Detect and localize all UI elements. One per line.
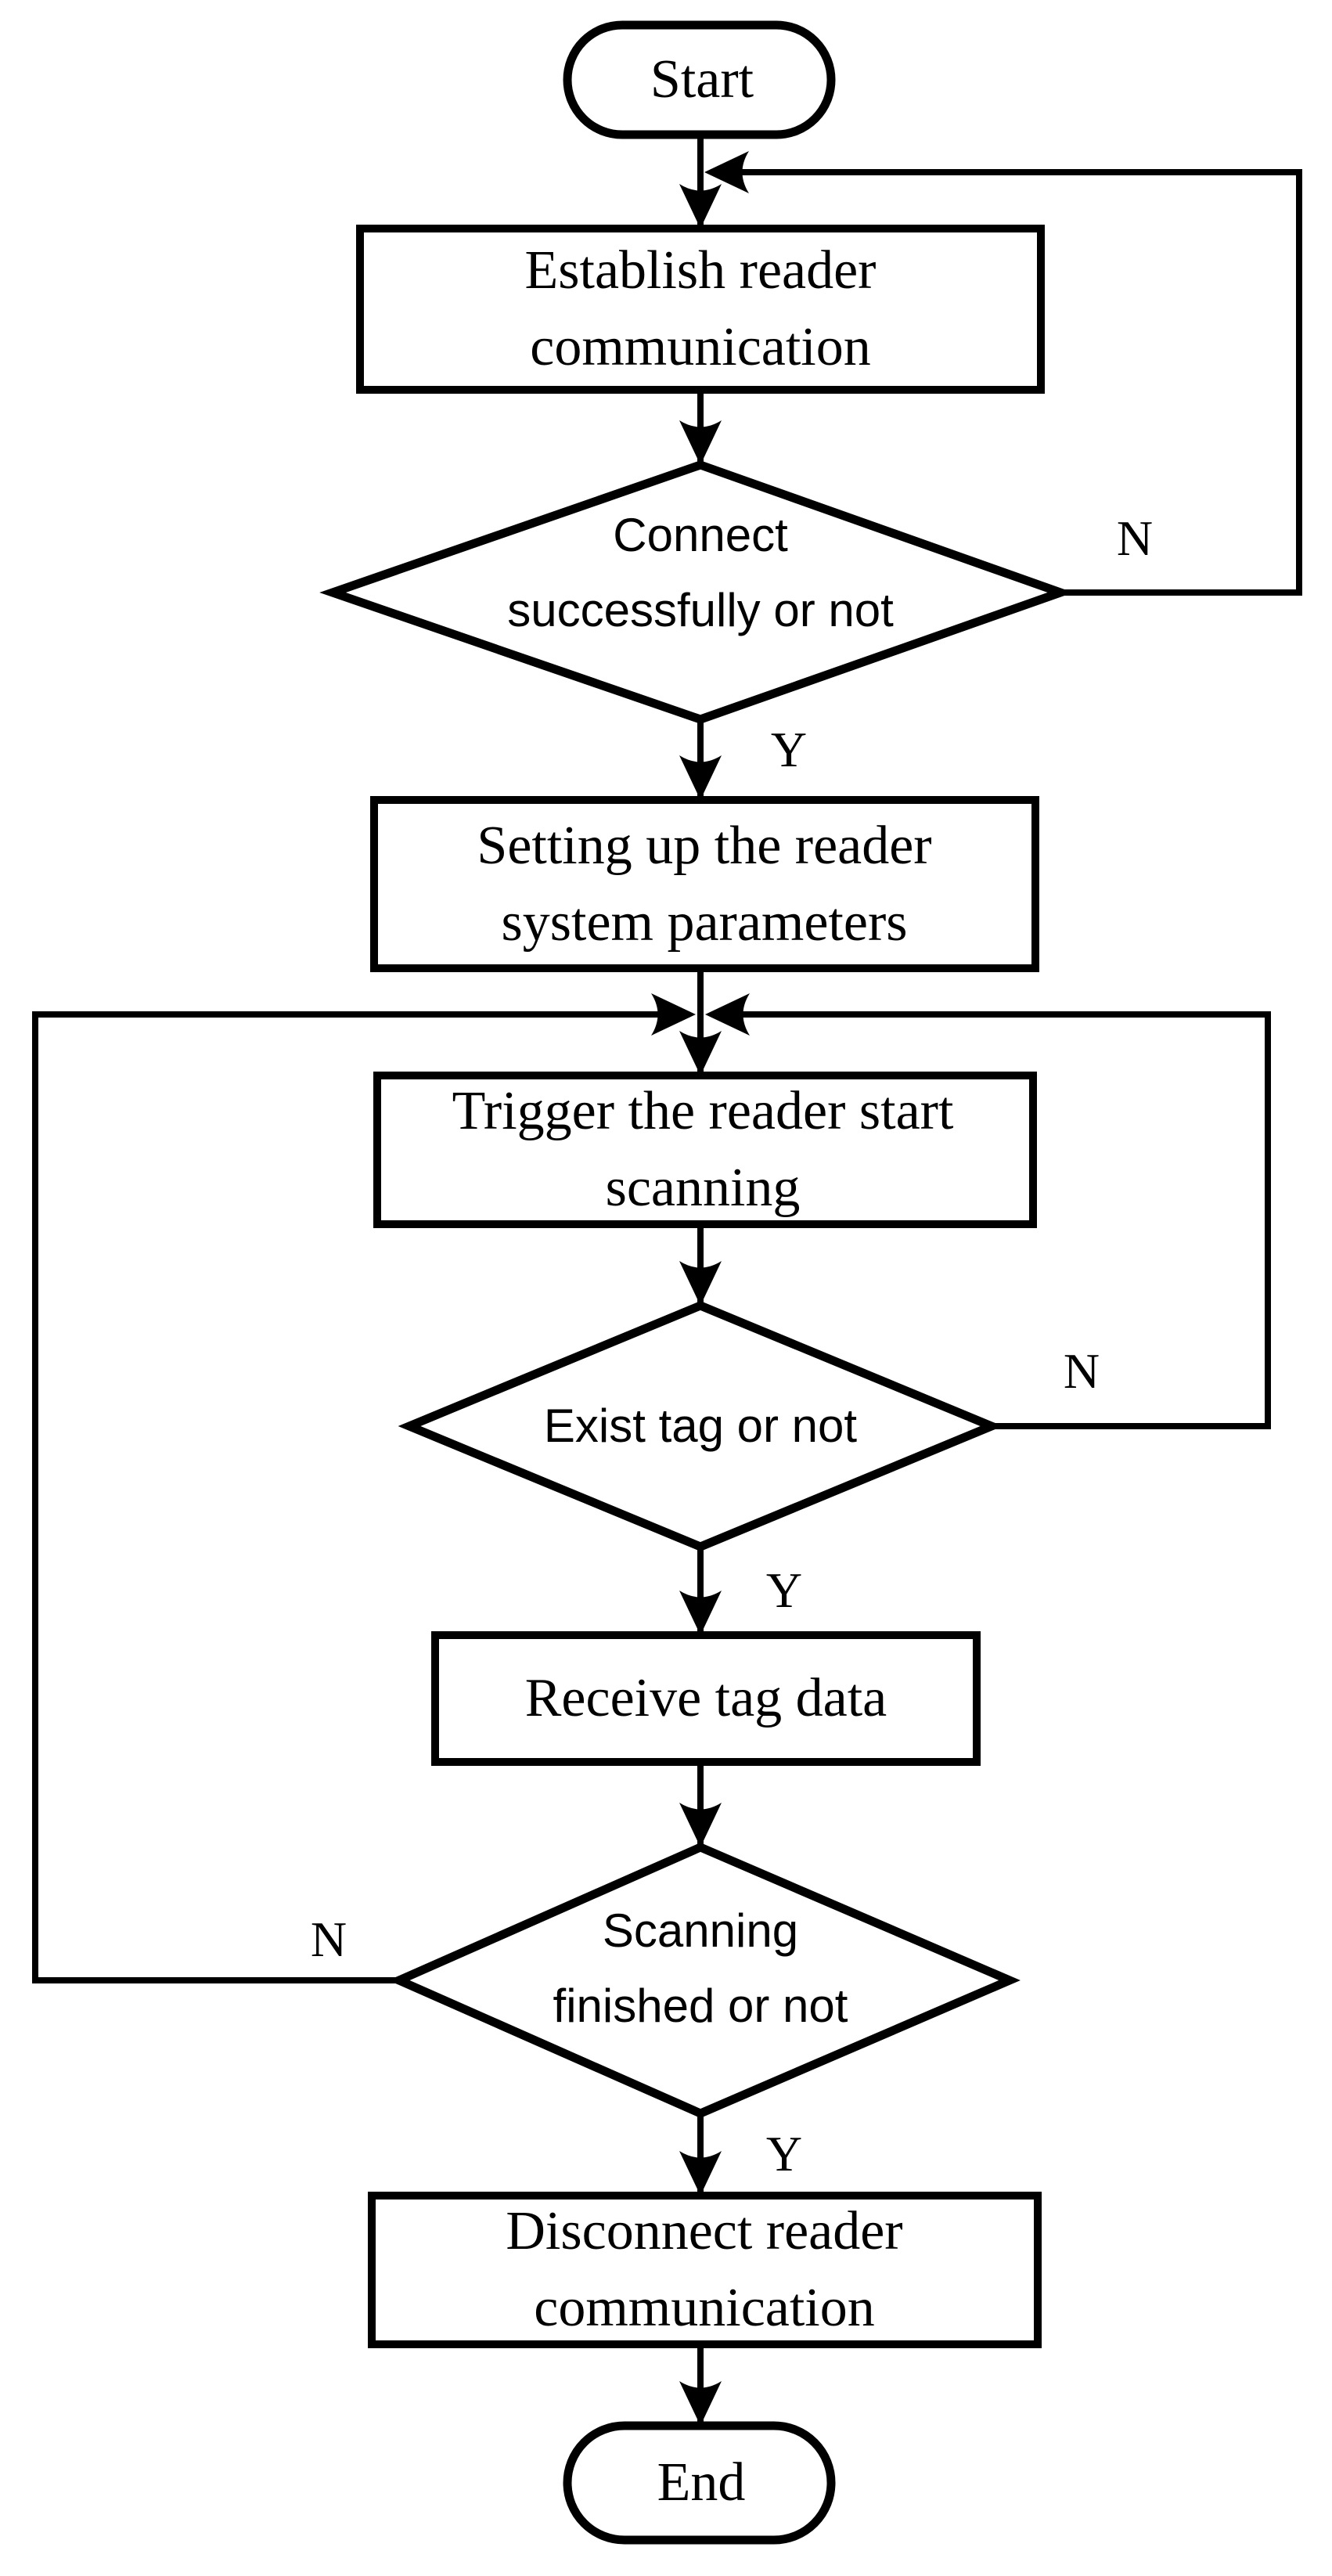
arrowhead-into-disconnect <box>679 2151 722 2196</box>
connect-yes-text: Y <box>770 722 808 777</box>
setting-node-label: Setting up the reader system parameters <box>477 808 931 961</box>
start-terminator-shape <box>563 20 836 139</box>
arrowhead-into-exist <box>679 1261 722 1306</box>
disconnect-node-text-line2: communication <box>534 2278 875 2338</box>
exist-no-label: N <box>1064 1346 1100 1396</box>
loop-finished-no <box>32 1011 689 1983</box>
finished-decision-text-line1: Scanning <box>602 1904 799 1957</box>
establish-node-label: Establish reader communication <box>525 232 877 386</box>
arrowhead-into-setting <box>679 755 722 800</box>
establish-process-shape <box>356 225 1045 394</box>
arrowhead-into-end <box>679 2381 722 2426</box>
arrowhead-into-connect <box>679 420 722 465</box>
arrowhead-merge-from-right <box>705 993 750 1036</box>
connect-decision-text-line1: Connect <box>613 509 788 561</box>
setting-node-text-line2: system parameters <box>501 892 908 953</box>
exist-decision-text: Exist tag or not <box>543 1400 858 1452</box>
disconnect-node-label: Disconnect reader communication <box>506 2193 902 2347</box>
start-node-label: Start <box>650 41 754 118</box>
loop-exist-no <box>711 1011 1271 1429</box>
arrowhead-into-receive <box>679 1591 722 1635</box>
finished-no-label: N <box>311 1915 347 1965</box>
trigger-node-text-line2: scanning <box>605 1158 801 1218</box>
finished-yes-text: Y <box>765 2126 803 2181</box>
disconnect-node-text-line1: Disconnect reader <box>506 2201 903 2261</box>
finished-yes-label: Y <box>766 2129 802 2179</box>
receive-node-label: Receive tag data <box>525 1660 887 1737</box>
end-node-text: End <box>657 2452 746 2513</box>
connect-decision-text-line2: successfully or not <box>507 584 894 636</box>
establish-node-text-line2: communication <box>530 317 871 377</box>
setting-process-shape <box>370 796 1039 972</box>
arrowhead-into-trigger <box>679 1031 722 1075</box>
exist-yes-label: Y <box>766 1565 802 1616</box>
trigger-node-text-line1: Trigger the reader start <box>452 1081 954 1141</box>
trigger-process-shape <box>373 1072 1037 1228</box>
arrowhead-merge-top-left <box>704 151 749 193</box>
finished-no-text: N <box>310 1911 347 1967</box>
establish-node-text-line1: Establish reader <box>524 240 877 301</box>
connect-decision-shape <box>319 460 1074 724</box>
receive-process-shape <box>431 1631 981 1766</box>
connect-no-label: N <box>1117 513 1153 564</box>
receive-node-text: Receive tag data <box>524 1668 887 1728</box>
connect-yes-label: Y <box>771 725 807 775</box>
end-node-label: End <box>657 2444 746 2521</box>
arrowhead-into-establish <box>679 184 722 229</box>
connect-no-text: N <box>1116 510 1154 566</box>
trigger-node-label: Trigger the reader start scanning <box>452 1073 954 1227</box>
end-terminator-shape <box>563 2421 836 2545</box>
exist-decision-label: Exist tag or not <box>544 1389 857 1464</box>
setting-node-text-line1: Setting up the reader <box>477 816 932 876</box>
exist-no-text: N <box>1063 1343 1100 1399</box>
finished-decision-text-line2: finished or not <box>553 1980 848 2032</box>
arrowhead-into-finished <box>679 1803 722 1847</box>
disconnect-process-shape <box>368 2192 1042 2348</box>
exist-yes-text: Y <box>765 1562 803 1618</box>
connect-decision-label: Connect successfully or not <box>507 498 894 648</box>
loop-connect-no <box>711 169 1302 596</box>
exist-decision-shape <box>398 1301 1003 1551</box>
arrowhead-merge-from-left <box>651 993 696 1036</box>
finished-decision-label: Scanning finished or not <box>553 1893 848 2044</box>
start-node-text: Start <box>650 49 754 110</box>
finished-decision-shape <box>388 1843 1021 2118</box>
